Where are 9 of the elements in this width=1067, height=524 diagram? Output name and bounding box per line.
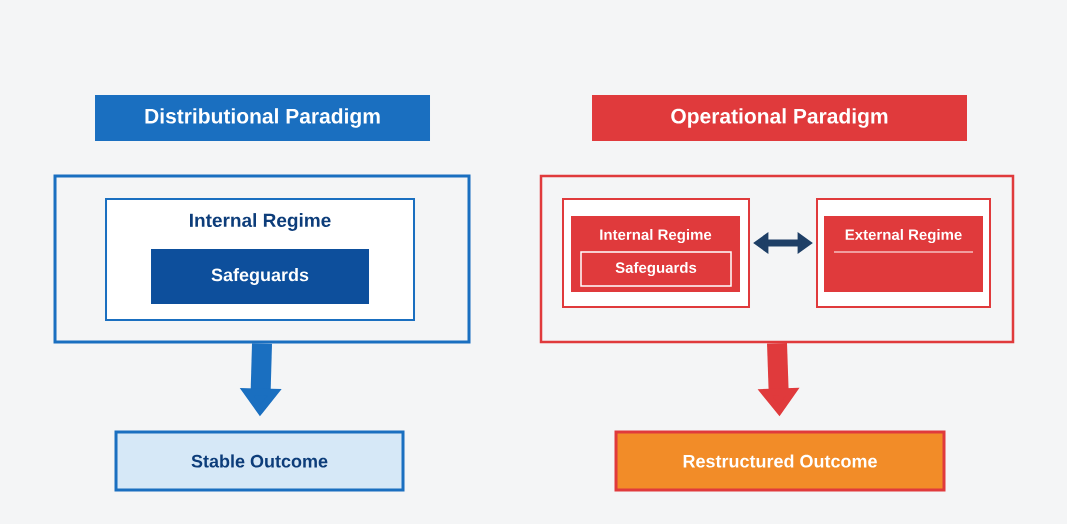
safeguards-box: Safeguards	[580, 251, 732, 287]
safeguards-box: Safeguards	[151, 249, 369, 304]
regime-box: External Regime	[824, 216, 983, 292]
group-frame	[539, 174, 1015, 344]
outcome-box: Stable Outcome	[114, 430, 405, 492]
outcome-box: Restructured Outcome	[614, 430, 946, 492]
title-banner: Operational Paradigm	[592, 95, 967, 141]
title-banner: Distributional Paradigm	[95, 95, 430, 141]
group-frame	[53, 174, 471, 344]
